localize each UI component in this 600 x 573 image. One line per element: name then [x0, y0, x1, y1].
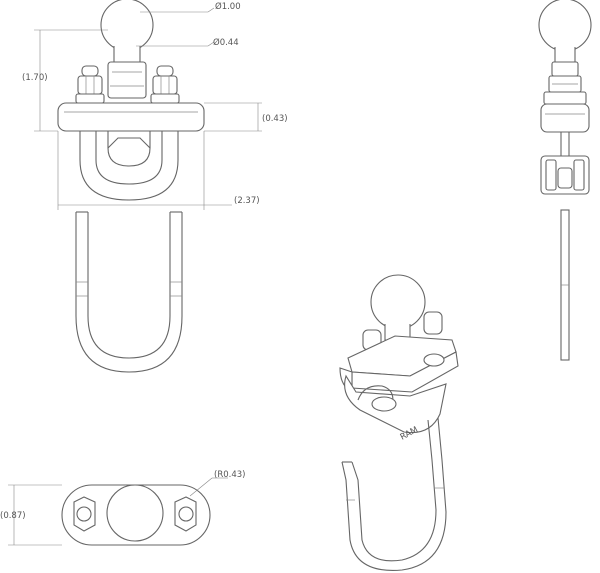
left-washer	[75, 93, 105, 104]
ball	[100, 0, 154, 52]
base-height-label: (0.43)	[262, 114, 288, 124]
left-stud-cap	[81, 65, 99, 77]
right-stud-cap	[156, 65, 174, 77]
corner-radius-label: (R0.43)	[214, 470, 245, 480]
side-neck	[554, 47, 576, 63]
side-view	[538, 0, 592, 361]
front-view	[57, 0, 205, 201]
clamp-plate	[57, 102, 205, 132]
top-ball	[106, 484, 164, 542]
iso-ball	[370, 274, 426, 330]
front-dimensions: Ø1.00 Ø0.44 (1.70) (0.43) (2.37)	[22, 1, 288, 210]
right-washer	[150, 93, 180, 104]
overall-height-label: (1.70)	[22, 73, 48, 83]
base-depth-label: (0.87)	[0, 511, 26, 521]
overall-width-label: (2.37)	[234, 196, 260, 206]
ball-diameter-label: Ø1.00	[215, 1, 241, 12]
top-dimensions: (0.87) (R0.43)	[0, 470, 245, 546]
side-clamp-plate	[540, 103, 590, 133]
ball-base	[107, 61, 147, 99]
u-bolt-front	[75, 211, 183, 373]
ball-neck	[113, 46, 141, 63]
isometric-view: RAM	[339, 274, 459, 571]
left-nut	[77, 75, 103, 95]
top-view	[61, 484, 211, 546]
neck-diameter-label: Ø0.44	[213, 37, 239, 48]
side-ball	[538, 0, 592, 52]
right-nut	[152, 75, 178, 95]
